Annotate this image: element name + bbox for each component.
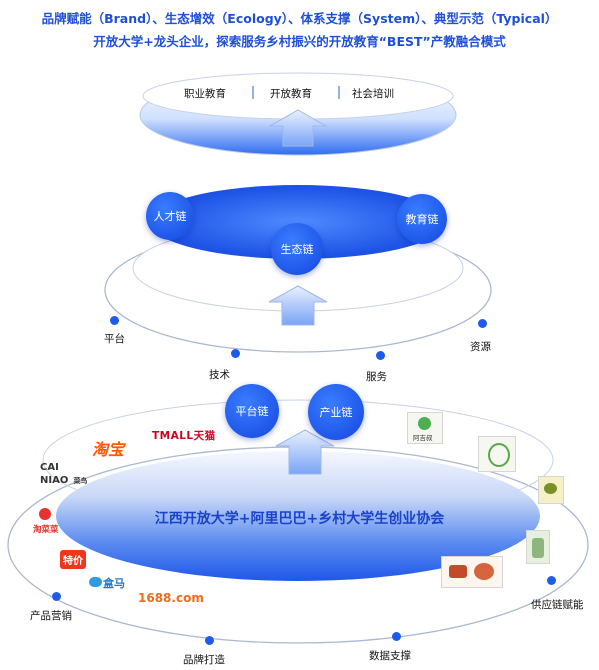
top-item-vocational: 职业教育	[184, 88, 226, 100]
product-thumb-4-icon	[532, 538, 544, 558]
logo-taobao: 淘宝	[92, 440, 125, 459]
product-thumb-5-icon-b	[474, 563, 494, 580]
dot-platform	[110, 316, 119, 325]
product-thumb-2	[478, 436, 516, 472]
product-thumb-5-icon-a	[449, 565, 467, 578]
bottom-core-disc	[56, 451, 540, 581]
logo-cainiao-cn: 菜鸟	[73, 477, 88, 485]
dot-supply	[547, 576, 556, 585]
logo-cainiao: CAI NIAO 菜鸟	[40, 463, 87, 486]
top-item-open: 开放教育	[270, 88, 312, 100]
arrow-up-top	[268, 109, 328, 147]
ring-label-tech: 技术	[209, 369, 230, 381]
product-agishu-icon	[418, 417, 431, 430]
ring-label-supply: 供应链赋能	[531, 599, 584, 611]
logo-hema-icon	[89, 577, 102, 587]
ring-label-data: 数据支撑	[369, 650, 411, 662]
product-thumb-2-icon	[488, 443, 510, 467]
chain-education: 教育链	[397, 194, 447, 244]
dot-service	[376, 351, 385, 360]
logo-tmall: TMALL天猫	[152, 430, 216, 442]
dot-resource	[478, 319, 487, 328]
product-thumb-4	[526, 530, 550, 564]
top-item-social: 社会培训	[352, 88, 394, 100]
logo-hema: 盒马	[103, 577, 125, 590]
product-agishu-label: 阿吉叔	[413, 434, 433, 442]
ring-label-marketing: 产品营销	[30, 610, 72, 622]
logo-1688: 1688.com	[138, 591, 204, 605]
header-line-1: 品牌赋能（Brand）、生态增效（Ecology）、体系支撑（System）、典…	[41, 11, 558, 26]
logo-taocaicai-icon	[39, 508, 51, 520]
product-thumb-5	[441, 556, 503, 588]
chain-industry: 产业链	[308, 384, 364, 440]
ring-label-platform: 平台	[104, 333, 125, 345]
core-label: 江西开放大学+阿里巴巴+乡村大学生创业协会	[154, 511, 445, 527]
product-thumb-3-icon	[544, 483, 557, 494]
logo-tejia: 特价	[60, 550, 86, 569]
chain-platform: 平台链	[225, 384, 279, 438]
product-agishu: 阿吉叔	[407, 412, 443, 444]
arrow-up-bottom	[275, 429, 335, 475]
ring-label-brand: 品牌打造	[183, 654, 225, 666]
dot-marketing	[52, 592, 61, 601]
product-thumb-3	[538, 476, 564, 504]
chain-ecology: 生态链	[271, 223, 323, 275]
arrow-up-middle	[268, 285, 328, 326]
dot-brand	[205, 636, 214, 645]
middle-blue-disc	[150, 185, 446, 259]
dot-data	[392, 632, 401, 641]
dot-tech	[231, 349, 240, 358]
ring-label-resource: 资源	[470, 341, 491, 353]
logo-cainiao-bottom: NIAO	[40, 475, 69, 486]
chain-talent: 人才链	[146, 192, 194, 240]
header-line-2: 开放大学+龙头企业，探索服务乡村振兴的开放教育“BEST”产教融合模式	[93, 34, 506, 49]
ring-label-service: 服务	[366, 371, 387, 383]
logo-taocaicai: 淘菜菜	[33, 525, 59, 535]
logo-cainiao-top: CAI	[40, 462, 59, 473]
